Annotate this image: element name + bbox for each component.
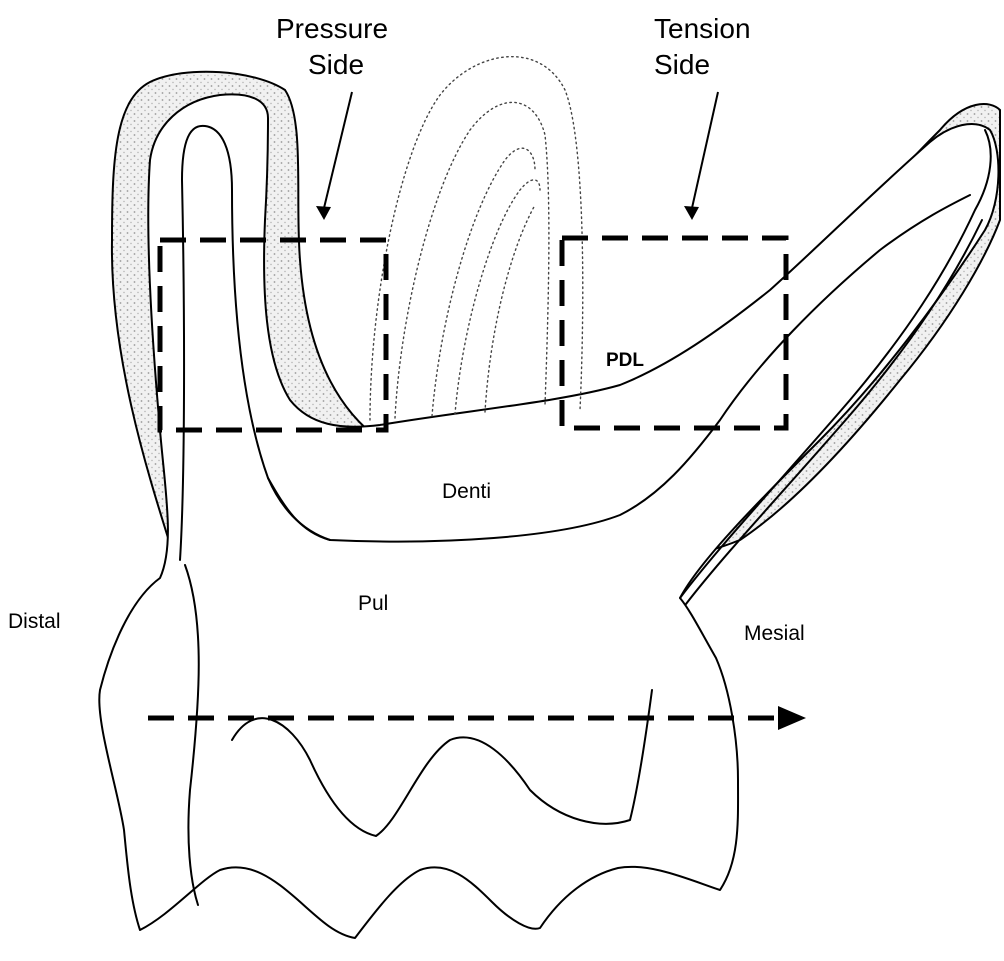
- tension-side-label-line2: Side: [654, 49, 710, 80]
- erupting-tooth-inner-4: [485, 205, 535, 412]
- distal-label: Distal: [8, 610, 61, 633]
- pdl-label: PDL: [606, 350, 644, 371]
- tension-side-pointer-head: [684, 206, 699, 220]
- dentin-label: Denti: [442, 480, 491, 503]
- pulp-label: Pul: [358, 592, 388, 615]
- erupting-tooth-inner-2: [432, 148, 535, 416]
- erupting-tooth-inner-1: [395, 102, 549, 418]
- pressure-side-pointer-head: [316, 206, 331, 220]
- erupting-tooth-outer: [370, 57, 583, 420]
- tooth-body: [99, 94, 998, 938]
- tension-side-pointer: [692, 92, 718, 208]
- pressure-side-label-line2: Side: [308, 49, 364, 80]
- mesial-label: Mesial: [744, 622, 805, 645]
- mesial-movement-arrowhead: [778, 706, 806, 730]
- tension-side-label-line1: Tension: [654, 13, 751, 44]
- pressure-side-label-line1: Pressure: [276, 13, 388, 44]
- erupting-tooth-inner-3: [455, 180, 540, 414]
- pressure-side-pointer: [324, 92, 352, 208]
